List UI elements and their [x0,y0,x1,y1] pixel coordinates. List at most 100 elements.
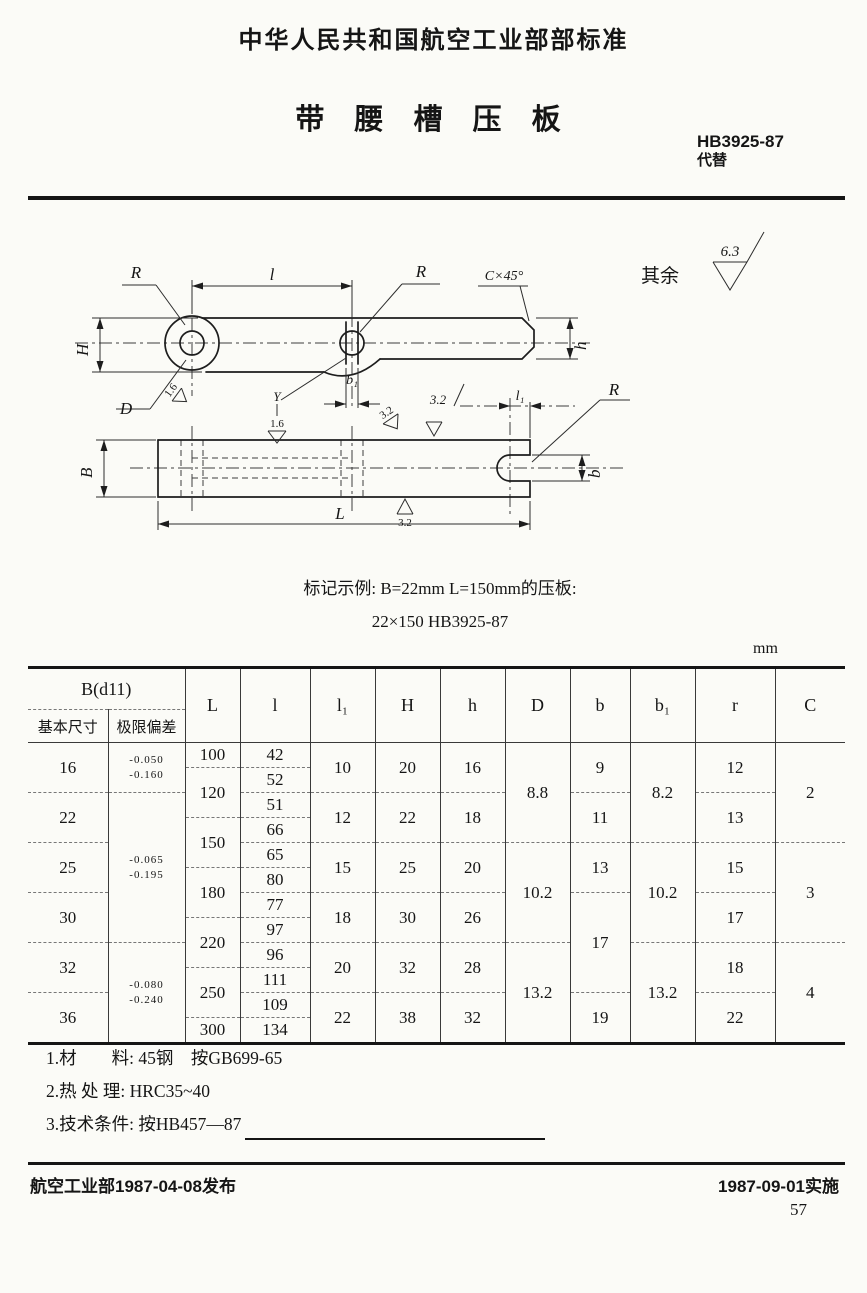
table-row: 120 52 [28,767,845,818]
table-header-row-2: 基本尺寸 极限偏差 [28,709,845,743]
cell-l1: 22 [310,992,376,1044]
roughness-value: 3.2 [429,392,447,407]
cell-B: 32 [28,942,109,993]
col-header-h: h [440,667,506,743]
dev-lower: -0.160 [129,768,164,781]
cell-D: 13.2 [505,942,571,1044]
cell-C: 2 [775,742,846,843]
cell-H: 22 [375,792,441,843]
cell-l: 52 [240,767,311,793]
cell-L: 180 [185,867,241,918]
cell-r: 12 [695,742,776,793]
cell-H: 30 [375,892,441,943]
note-technical-conditions: 3.技术条件: 按HB457—87 [46,1113,242,1134]
label-chamfer: C×45° [485,269,524,284]
technical-drawing: 1.6 1.6 3.2 3.2 3.2 其余 6.3 R l R C×45° H [73,231,765,530]
cell-l: 109 [240,992,311,1018]
col-header-b: b [570,667,631,743]
cell-H: 38 [375,992,441,1044]
table-row: 32 -0.080 -0.240 96 20 32 28 13.2 13.2 1… [28,942,846,1044]
cell-H: 20 [375,742,441,793]
cell-l1: 15 [310,842,376,893]
col-header-L: L [185,667,241,743]
roughness-value: 3.2 [378,404,396,422]
cell-B: 25 [28,842,109,893]
standard-code: HB3925-87 [697,132,784,151]
hidden-lines [180,440,364,497]
cell-C: 4 [775,942,846,1044]
cell-deviation: -0.050 -0.160 [108,742,186,793]
cell-b: 9 [570,742,631,793]
cell-l1: 20 [310,942,376,993]
label-height-h: h [571,342,590,351]
col-header-l1: l₁ [310,667,376,743]
dev-lower: -0.240 [129,993,164,1006]
cell-deviation: -0.080 -0.240 [108,942,186,1044]
dev-lower: -0.195 [129,868,164,881]
cell-l: 97 [240,917,311,943]
ministry-header: 中华人民共和国航空工业部部标准 [238,27,629,54]
table-row: 220 97 [28,917,845,968]
label-fork-b: b [585,470,604,479]
dimension-table: B(d11) L l l₁ H h D b b₁ r C 基本尺寸 极限偏差 1… [28,666,846,1045]
cell-r: 13 [695,792,776,843]
col-header-b1: b₁ [630,667,696,743]
label-length-l: l [270,265,275,284]
cell-h: 26 [440,892,506,943]
cell-b: 19 [570,992,631,1044]
footer-rule [28,1162,845,1165]
label-length-L: L [334,504,344,523]
replaces-label: 代替 [697,152,728,170]
cell-B: 36 [28,992,109,1044]
cell-D: 10.2 [505,842,571,943]
label-hole-D: D [119,399,133,418]
side-view-outline [164,315,535,377]
page-title: 带 腰 槽 压 板 [295,104,572,136]
rest-prefix: 其余 [641,265,679,287]
unit-label: mm [753,640,778,657]
cell-r: 15 [695,842,776,893]
rest-roughness-note: 其余 6.3 [641,231,765,291]
table-row: 150 66 [28,817,845,868]
cell-b1: 8.2 [630,742,696,843]
cell-L: 100 [185,742,241,768]
cell-B: 22 [28,792,109,843]
col-header-limit-dev: 极限偏差 [108,709,186,743]
table-row: 180 80 [28,867,845,918]
cell-L: 220 [185,917,241,968]
cell-l: 66 [240,817,311,843]
label-width-B: B [77,467,96,478]
label-radius-fork: R [608,380,620,399]
cell-b1: 10.2 [630,842,696,943]
cell-l1: 18 [310,892,376,943]
cell-h: 32 [440,992,506,1044]
cell-l: 80 [240,867,311,893]
notes-divider-rule [245,1138,545,1140]
cell-L: 300 [185,1017,241,1044]
cell-deviation: -0.065 -0.195 [108,792,186,943]
cell-l: 77 [240,892,311,918]
cell-b: 11 [570,792,631,843]
table-row: 300 134 [28,1017,845,1044]
label-datum-Y: Y [273,389,282,404]
cell-l: 111 [240,967,311,993]
col-header-D: D [505,667,571,743]
cell-l: 51 [240,792,311,818]
cell-B: 16 [28,742,109,793]
cell-l: 65 [240,842,311,868]
label-radius-boss: R [130,263,142,282]
col-header-r: r [695,667,776,743]
dev-upper: -0.080 [129,979,164,992]
cell-r: 18 [695,942,776,993]
table-header-row-1: B(d11) L l l₁ H h D b b₁ r C [28,667,846,743]
cell-l1: 12 [310,792,376,843]
cell-L: 250 [185,967,241,1018]
roughness-value: 1.6 [162,381,180,400]
table-row: 250 111 [28,967,845,1018]
table-row: 25 65 15 25 20 10.2 13 10.2 15 3 [28,842,846,943]
label-height-H: H [73,342,92,357]
roughness-mark-3-2-plan: 3.2 [396,497,414,529]
col-header-basic-size: 基本尺寸 [28,709,109,743]
label-radius-slot: R [415,262,427,281]
